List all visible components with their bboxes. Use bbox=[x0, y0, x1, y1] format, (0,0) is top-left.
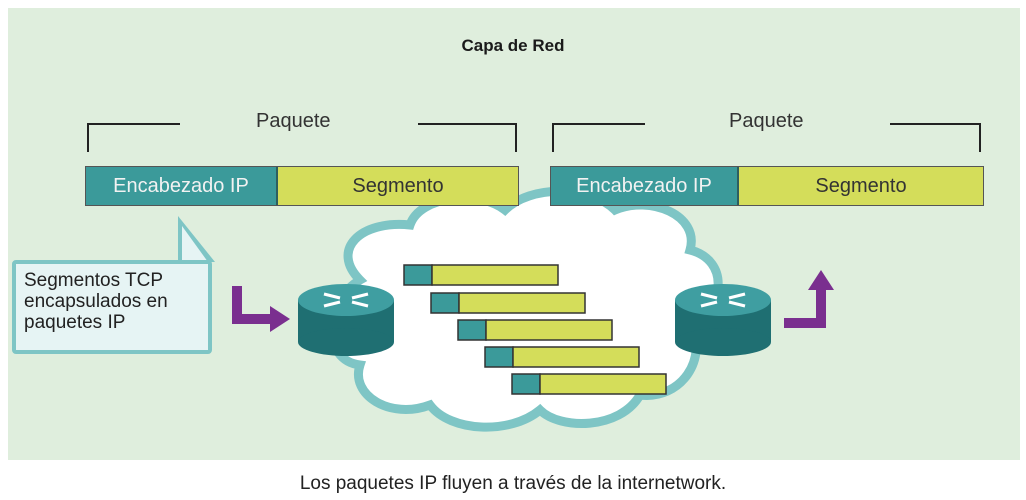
stack-packet bbox=[484, 346, 640, 368]
packet-stack bbox=[403, 264, 667, 395]
callout-line: encapsulados en bbox=[24, 291, 168, 312]
packet-label-right: Paquete bbox=[729, 110, 804, 132]
stack-packet bbox=[403, 264, 559, 286]
packet-bar-right: Encabezado IP Segmento bbox=[550, 166, 984, 206]
segment-block: Segmento bbox=[739, 167, 983, 205]
stack-packet bbox=[430, 292, 586, 314]
stack-packet bbox=[511, 373, 667, 395]
callout-box: Segmentos TCP encapsulados en paquetes I… bbox=[12, 260, 212, 354]
caption: Los paquetes IP fluyen a través de la in… bbox=[299, 473, 727, 494]
packet-label-left: Paquete bbox=[256, 110, 331, 132]
packet-bar-left: Encabezado IP Segmento bbox=[85, 166, 519, 206]
packet-bracket-right bbox=[552, 123, 981, 152]
callout-line: Segmentos TCP bbox=[24, 270, 164, 291]
callout-line: paquetes IP bbox=[24, 312, 126, 333]
ip-header-block: Encabezado IP bbox=[551, 167, 739, 205]
router-left-icon bbox=[298, 284, 394, 356]
segment-block: Segmento bbox=[278, 167, 518, 205]
stack-packet bbox=[457, 319, 613, 341]
ip-header-block: Encabezado IP bbox=[86, 167, 278, 205]
diagram-title: Capa de Red bbox=[461, 36, 565, 55]
router-right-icon bbox=[675, 284, 771, 356]
arrow-out-router-icon bbox=[784, 270, 834, 328]
arrow-into-router-icon bbox=[232, 286, 290, 332]
packet-bracket-left bbox=[87, 123, 517, 152]
